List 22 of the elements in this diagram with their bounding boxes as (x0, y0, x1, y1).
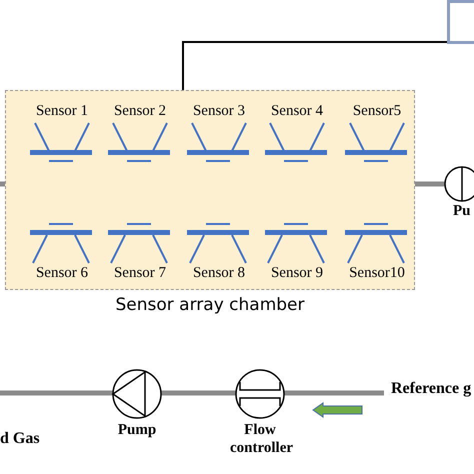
sensor-label: Sensor 8 (192, 265, 246, 282)
sensor-label: Sensor 6 (34, 265, 90, 282)
sensor-label: Sensor 1 (34, 103, 90, 120)
gas-pipe (284, 390, 384, 396)
connecting-line (182, 41, 447, 90)
gas-pipe (415, 182, 445, 186)
gas-pipe (0, 182, 5, 186)
pump-label: Pump (116, 422, 158, 439)
sensor-label: Sensor 3 (192, 103, 246, 120)
sensor-label: Sensor5 (352, 103, 402, 120)
gas-label: d Gas (0, 430, 40, 448)
sensor-label: Sensor 2 (112, 103, 168, 120)
gas-pipe (161, 390, 236, 396)
chamber-title: Sensor array chamber (114, 295, 306, 315)
pump-label: Pu (453, 203, 471, 220)
sensor-label: Sensor 9 (270, 265, 324, 282)
inlet-label: Reference g (391, 380, 472, 398)
direction-arrow (312, 402, 364, 418)
sensor-label: Sensor 4 (270, 103, 324, 120)
sensor-label: Sensor 7 (112, 265, 168, 282)
gas-pipe (0, 390, 113, 396)
sensor-label: Sensor10 (348, 265, 406, 282)
